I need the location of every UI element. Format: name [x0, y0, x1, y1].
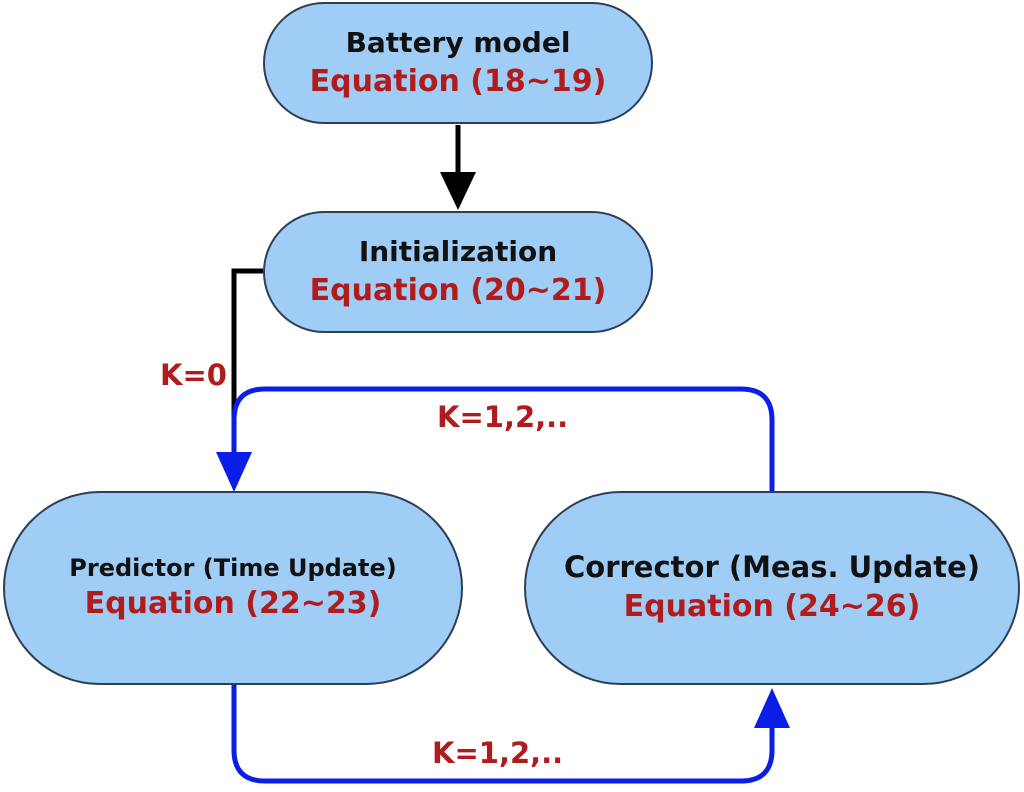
corrector-title: Corrector (Meas. Update) — [564, 550, 980, 585]
initialization-equation: Equation (20~21) — [309, 272, 607, 308]
battery-model-equation: Equation (18~19) — [309, 63, 607, 99]
predictor-node: Predictor (Time Update) Equation (22~23) — [3, 491, 463, 685]
arrowhead-into-corrector — [754, 688, 790, 728]
edge-label-k0: K=0 — [160, 358, 227, 392]
arrow-corrector-to-predictor — [231, 386, 775, 491]
corrector-equation: Equation (24~26) — [623, 589, 921, 625]
predictor-title: Predictor (Time Update) — [69, 553, 397, 582]
arrow-predictor-to-corrector — [231, 685, 775, 784]
arrowhead-battery-to-init — [440, 172, 476, 210]
arrow-init-to-predictor — [231, 268, 263, 455]
battery-model-node: Battery model Equation (18~19) — [263, 2, 653, 124]
predictor-equation: Equation (22~23) — [84, 585, 382, 621]
corrector-node: Corrector (Meas. Update) Equation (24~26… — [524, 491, 1020, 685]
initialization-title: Initialization — [358, 234, 558, 268]
initialization-node: Initialization Equation (20~21) — [263, 211, 653, 333]
battery-model-title: Battery model — [345, 25, 571, 59]
arrowhead-into-predictor — [216, 452, 252, 492]
edge-label-corrector-to-predictor: K=1,2,.. — [437, 400, 569, 434]
edge-label-predictor-to-corrector: K=1,2,.. — [432, 736, 564, 770]
